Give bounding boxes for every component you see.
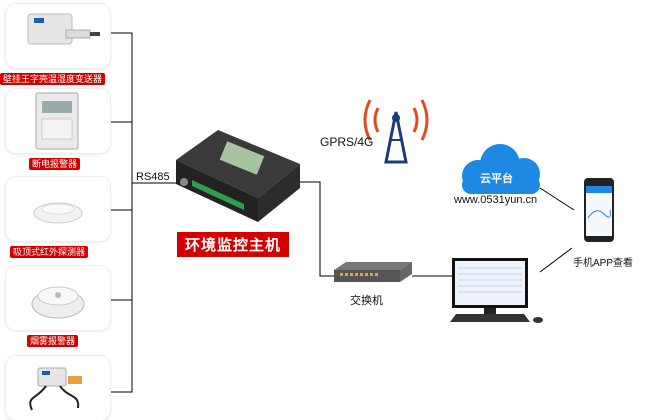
water-leak-sensor-icon — [29, 367, 82, 411]
device-label-smoke: 烟雾报警器 — [27, 335, 79, 347]
device-card-temperature-humidity — [6, 4, 110, 68]
device-label-temperature-humidity: 壁挂王字壳温湿度变送器 — [0, 73, 106, 85]
temperature-humidity-transmitter-icon — [27, 13, 100, 45]
ceiling-infrared-detector-icon — [33, 202, 83, 224]
cloud-url: www.0531yun.cn — [454, 194, 538, 206]
power-failure-alarm-icon — [35, 92, 79, 150]
device-card-water-leak — [6, 356, 110, 420]
device-label-infrared: 吸顶式红外探测器 — [10, 246, 89, 258]
host-to-switch-line — [296, 181, 334, 277]
cloud-logo-text: 云平台 — [480, 173, 513, 185]
pc-to-phone-line — [539, 247, 573, 273]
rs485-label: RS485 — [136, 171, 170, 183]
device-card-power-failure — [6, 89, 110, 153]
rs485-bus-line — [110, 32, 133, 393]
switch-label: 交换机 — [350, 295, 383, 307]
host-label: 环境监控主机 — [177, 232, 290, 257]
device-card-smoke — [6, 266, 110, 330]
phone-label: 手机APP查看 — [573, 258, 634, 269]
device-card-infrared — [6, 177, 110, 241]
gprs-label: GPRS/4G — [320, 135, 374, 149]
cloud-to-phone-line — [539, 187, 575, 211]
device-label-power-failure: 断电报警器 — [29, 158, 81, 170]
smoke-alarm-icon — [31, 286, 85, 319]
